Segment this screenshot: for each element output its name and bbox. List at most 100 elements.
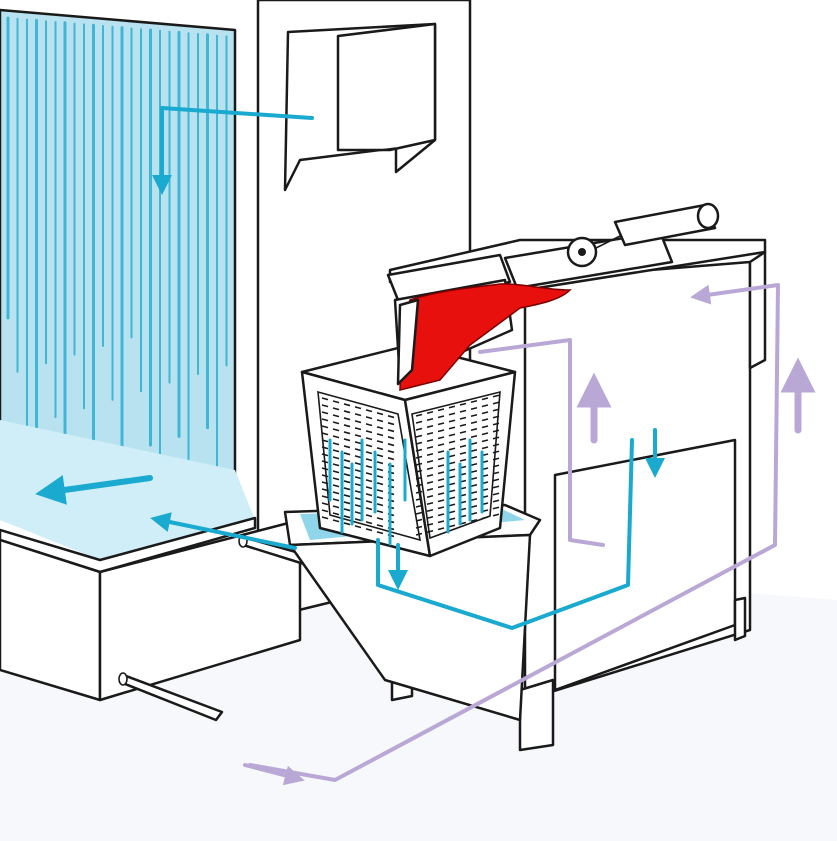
basket-slot	[437, 415, 445, 419]
basket-slot	[376, 510, 384, 514]
basket-slot	[365, 521, 373, 525]
basket-slot	[376, 468, 384, 472]
basket-slot	[459, 444, 467, 448]
basket-slot	[415, 441, 423, 445]
basket-slot	[415, 497, 423, 501]
basket-slot	[437, 527, 445, 531]
basket-slot	[354, 448, 362, 452]
basket-slot	[365, 486, 373, 490]
basket-slot	[376, 440, 384, 444]
basket-slot	[321, 453, 329, 457]
basket-slot	[365, 514, 373, 518]
basket-slot	[470, 490, 478, 495]
basket-slot	[376, 426, 384, 430]
basket-slot	[343, 445, 351, 449]
basket-slot	[376, 482, 384, 486]
basket-slot	[437, 408, 445, 412]
basket-slot	[354, 511, 362, 515]
basket-slot	[365, 451, 373, 455]
basket-slot	[343, 466, 351, 470]
return-pipe	[118, 672, 224, 722]
basket-slot	[426, 522, 434, 527]
paint-sludge	[399, 283, 572, 391]
basket-slot	[492, 506, 500, 510]
basket-slot	[354, 476, 362, 480]
basket-slot	[343, 459, 351, 463]
basket-slot	[343, 508, 351, 512]
basket-jets	[328, 438, 484, 546]
basket-slot	[481, 404, 489, 408]
basket-slot	[437, 492, 445, 496]
basket-slot	[332, 435, 340, 439]
basket-slot	[343, 494, 351, 498]
basket-slot	[492, 443, 500, 447]
basket-slot	[470, 469, 478, 474]
basket-slot	[459, 430, 467, 434]
basket-slot	[426, 487, 434, 492]
basket-slot	[415, 525, 423, 529]
basket-slot	[321, 432, 329, 436]
return-flow	[243, 283, 816, 786]
basket-slot	[332, 414, 340, 418]
basket-slot	[426, 452, 434, 457]
basket-slot	[354, 420, 362, 424]
basket-slot	[448, 524, 456, 528]
basket-slot	[448, 405, 456, 409]
basket-slot	[470, 427, 478, 432]
basket-slot	[448, 447, 456, 451]
basket-slot	[376, 517, 384, 521]
basket-slot	[415, 448, 423, 452]
basket-slot	[321, 397, 329, 401]
basket-slot	[332, 407, 340, 411]
basket-slot	[448, 503, 456, 507]
basket-slot	[481, 397, 489, 401]
basket-slot	[448, 454, 456, 458]
basket-slot	[470, 511, 478, 516]
basket-slot	[492, 450, 500, 454]
basket-slot	[321, 467, 329, 471]
basket-slot	[448, 419, 456, 423]
basket-slot	[376, 419, 384, 423]
basket-slot	[387, 457, 395, 461]
basket-slot	[343, 403, 351, 407]
basket-slot	[354, 441, 362, 445]
basket-slot	[354, 427, 362, 431]
basket-slot	[321, 502, 329, 506]
basket-slot	[426, 410, 434, 415]
basket-slot	[492, 422, 500, 426]
basket-slot	[426, 529, 434, 534]
basket-slot	[470, 483, 478, 488]
basket-slot	[354, 413, 362, 417]
basket-slot	[321, 481, 329, 485]
basket-slot	[415, 434, 423, 438]
basket-slot	[365, 409, 373, 413]
basket-slot	[426, 480, 434, 485]
basket-slot	[332, 484, 340, 488]
basket-slot	[332, 491, 340, 495]
basket-slot	[415, 518, 423, 522]
basket-slot	[426, 494, 434, 499]
basket-slot	[365, 507, 373, 511]
basket-slot	[492, 394, 500, 398]
basket-slot	[332, 519, 340, 523]
basket-slot	[437, 464, 445, 468]
basket-slot	[321, 495, 329, 499]
basket-slot	[426, 431, 434, 436]
basket-slot	[332, 400, 340, 404]
basket-slot	[459, 423, 467, 427]
basket-slot	[387, 415, 395, 419]
basket-slot	[332, 512, 340, 516]
basket-slot	[321, 446, 329, 450]
basket-slot	[365, 465, 373, 469]
basket-slot	[343, 473, 351, 477]
basket-slot	[332, 428, 340, 432]
basket-slot	[365, 430, 373, 434]
basket-slot	[376, 496, 384, 500]
basket-slot	[448, 482, 456, 486]
basket-slot	[365, 479, 373, 483]
basket-slot	[365, 493, 373, 497]
basket-slot	[376, 489, 384, 493]
basket-slot	[492, 485, 500, 489]
basket-slot	[321, 439, 329, 443]
